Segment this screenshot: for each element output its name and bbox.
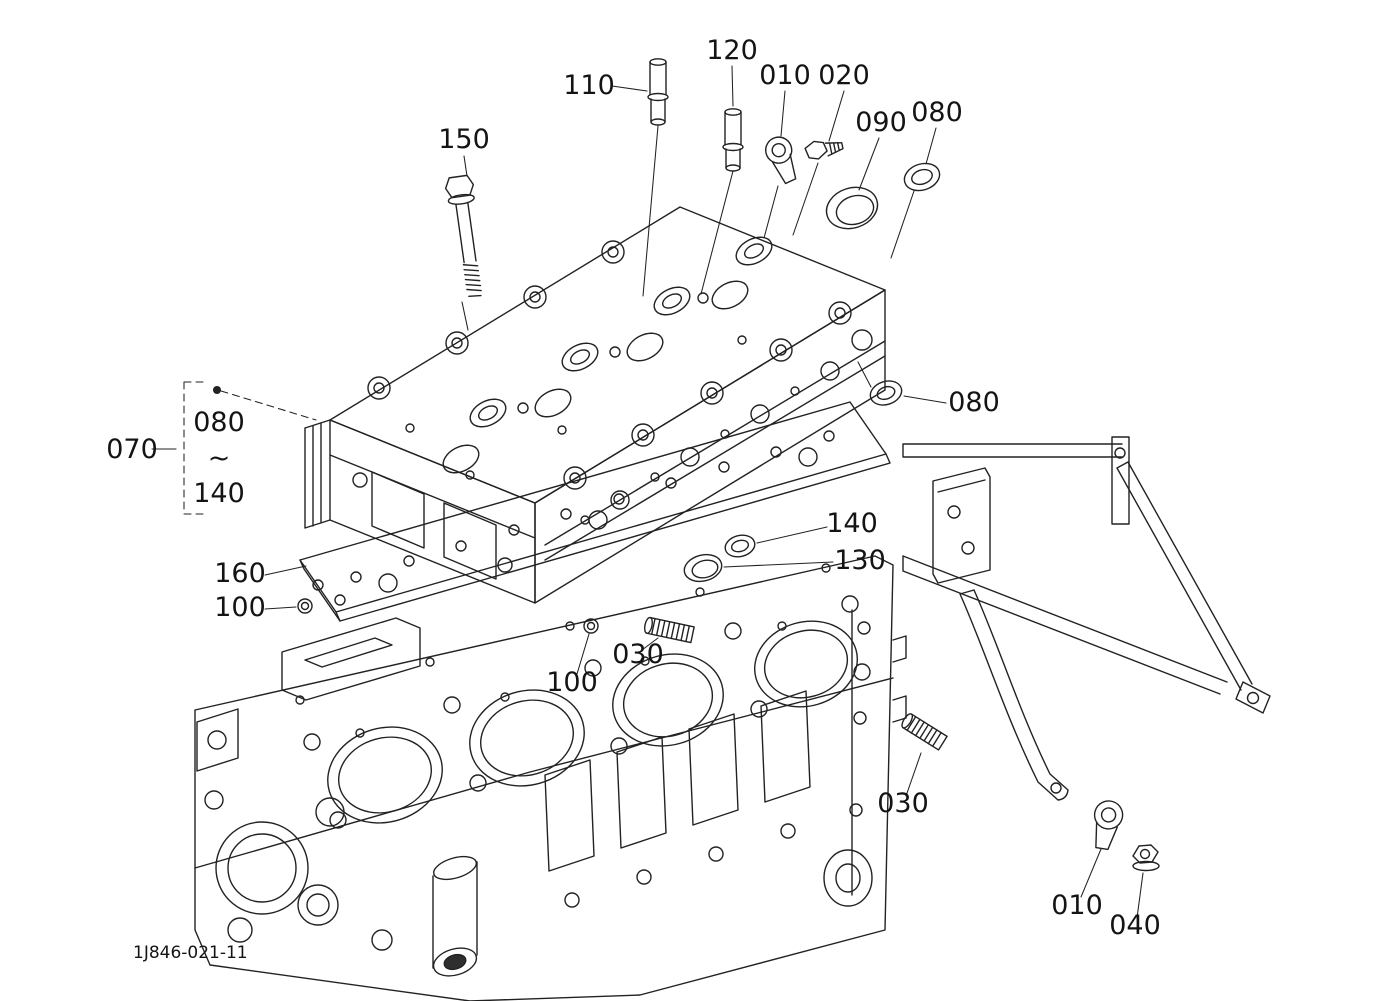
head-bolt-part	[444, 174, 482, 297]
callout-labels: 150 110 120 010 020 090 080 080 070 080 …	[106, 35, 1161, 941]
leader-lines	[264, 65, 1144, 919]
valve-guide-part-2	[722, 108, 744, 172]
callout-030-mid: 030	[612, 639, 664, 670]
callout-090: 090	[855, 107, 907, 138]
bracket-stays-drawing	[902, 436, 1271, 801]
callout-range-end-140: 140	[193, 478, 245, 509]
seal-ring-part-right	[869, 380, 903, 406]
engine-block-drawing	[194, 555, 907, 1001]
flange-nut-part	[1132, 844, 1160, 872]
callout-080-top: 080	[911, 97, 963, 128]
callout-010-bottom: 010	[1051, 890, 1103, 921]
callout-150: 150	[438, 124, 490, 155]
callout-040: 040	[1109, 910, 1161, 941]
callout-140: 140	[826, 508, 878, 539]
plug-part-mid	[583, 618, 599, 634]
cup-plug-part	[825, 186, 879, 230]
cup-plug-part-130	[683, 553, 723, 583]
group-bracket-070	[151, 381, 317, 515]
callout-110: 110	[563, 70, 615, 101]
callout-100-mid: 100	[546, 667, 598, 698]
callout-080-right: 080	[948, 387, 1000, 418]
stud-part-right	[901, 713, 948, 751]
screw-fitting-part	[804, 140, 844, 160]
eyelet-part-top	[765, 136, 797, 185]
seal-ring-part-top	[903, 162, 941, 192]
cylinder-head-drawing	[304, 206, 886, 604]
callout-010-top: 010	[759, 60, 811, 91]
callout-030-right: 030	[877, 788, 929, 819]
callout-160: 160	[214, 558, 266, 589]
callout-130: 130	[834, 545, 886, 576]
seal-ring-part-140	[724, 534, 756, 558]
drawing-number: 1J846-021-11	[133, 943, 248, 963]
eyelet-part-bottom	[1093, 800, 1124, 851]
callout-range-start-080: 080	[193, 407, 245, 438]
stud-part-mid	[643, 616, 695, 644]
callout-100-left: 100	[214, 592, 266, 623]
head-gasket-drawing	[299, 401, 891, 622]
callout-070: 070	[106, 434, 158, 465]
callout-range-tilde: ~	[208, 443, 231, 474]
callout-020: 020	[818, 60, 870, 91]
plug-part-left	[297, 598, 313, 614]
valve-guide-part-1	[647, 58, 669, 126]
callout-120: 120	[706, 35, 758, 66]
